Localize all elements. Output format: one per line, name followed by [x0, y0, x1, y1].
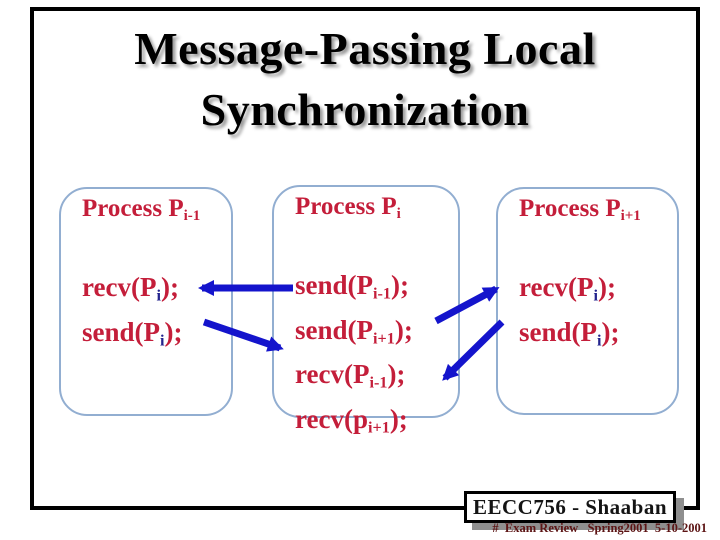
code-text: ); — [389, 403, 408, 434]
code-text: ); — [391, 270, 409, 300]
code-line: send(Pi); — [519, 314, 620, 359]
code-line: send(Pi-1); — [295, 267, 413, 312]
process-title-text: Process P — [295, 193, 397, 220]
code-line: recv(pi+1); — [295, 401, 413, 446]
code-text: send(P — [519, 316, 598, 347]
slide-title-line1: Message-Passing Local — [134, 23, 596, 74]
code-text: recv(P — [82, 272, 157, 302]
code-text: recv(P — [295, 359, 370, 390]
code-subscript: i+1 — [367, 418, 390, 437]
footer-note: # Exam Review Spring2001 5-10-2001 — [492, 521, 707, 535]
slide-title-line2: Synchronization — [200, 84, 530, 135]
process-box-i-title: Process Pi — [295, 193, 401, 223]
process-box-i-code: send(Pi-1); send(Pi+1); recv(Pi-1); recv… — [295, 267, 413, 445]
code-subscript: i-1 — [369, 373, 388, 392]
code-subscript: i+1 — [373, 329, 395, 348]
code-line: send(Pi); — [82, 314, 183, 359]
process-box-i-plus-1-title: Process Pi+1 — [519, 195, 641, 225]
slide-title: Message-Passing Local Synchronization — [30, 18, 700, 140]
course-footer-badge: EECC756 - Shaaban — [464, 491, 676, 523]
code-subscript: i — [156, 286, 161, 305]
process-title-subscript: i — [396, 206, 401, 223]
process-title-subscript: i-1 — [183, 208, 201, 225]
code-subscript: i — [593, 286, 598, 305]
code-subscript: i — [160, 331, 165, 350]
code-line: recv(Pi-1); — [295, 356, 413, 401]
code-text: ); — [601, 316, 620, 347]
course-footer-text: EECC756 - Shaaban — [472, 495, 668, 519]
process-box-i-minus-1-title: Process Pi-1 — [82, 195, 200, 225]
process-box-i-plus-1-code: recv(Pi); send(Pi); — [519, 269, 620, 358]
code-text: recv(p — [295, 403, 368, 434]
process-title-subscript: i+1 — [620, 208, 641, 225]
process-title-text: Process P — [82, 195, 184, 222]
code-text: send(P — [295, 270, 374, 300]
code-text: ); — [160, 272, 179, 302]
code-text: ); — [164, 316, 183, 347]
code-line: send(Pi+1); — [295, 312, 413, 357]
process-box-i: Process Pi send(Pi-1); send(Pi+1); recv(… — [272, 185, 460, 436]
code-subscript: i-1 — [373, 284, 391, 303]
code-text: send(P — [82, 316, 161, 347]
code-text: ); — [387, 359, 406, 390]
process-box-i-minus-1-code: recv(Pi); send(Pi); — [82, 269, 183, 358]
process-title-text: Process P — [519, 195, 621, 222]
slide-frame — [30, 7, 700, 510]
code-text: recv(P — [519, 272, 594, 302]
code-subscript: i — [597, 331, 602, 350]
process-box-i-plus-1: Process Pi+1 recv(Pi); send(Pi); — [496, 187, 679, 415]
code-line: recv(Pi); — [82, 269, 183, 314]
code-text: send(P — [295, 314, 374, 345]
code-text: ); — [394, 314, 413, 345]
process-box-i-minus-1: Process Pi-1 recv(Pi); send(Pi); — [59, 187, 233, 416]
code-text: ); — [597, 272, 616, 302]
code-line: recv(Pi); — [519, 269, 620, 314]
